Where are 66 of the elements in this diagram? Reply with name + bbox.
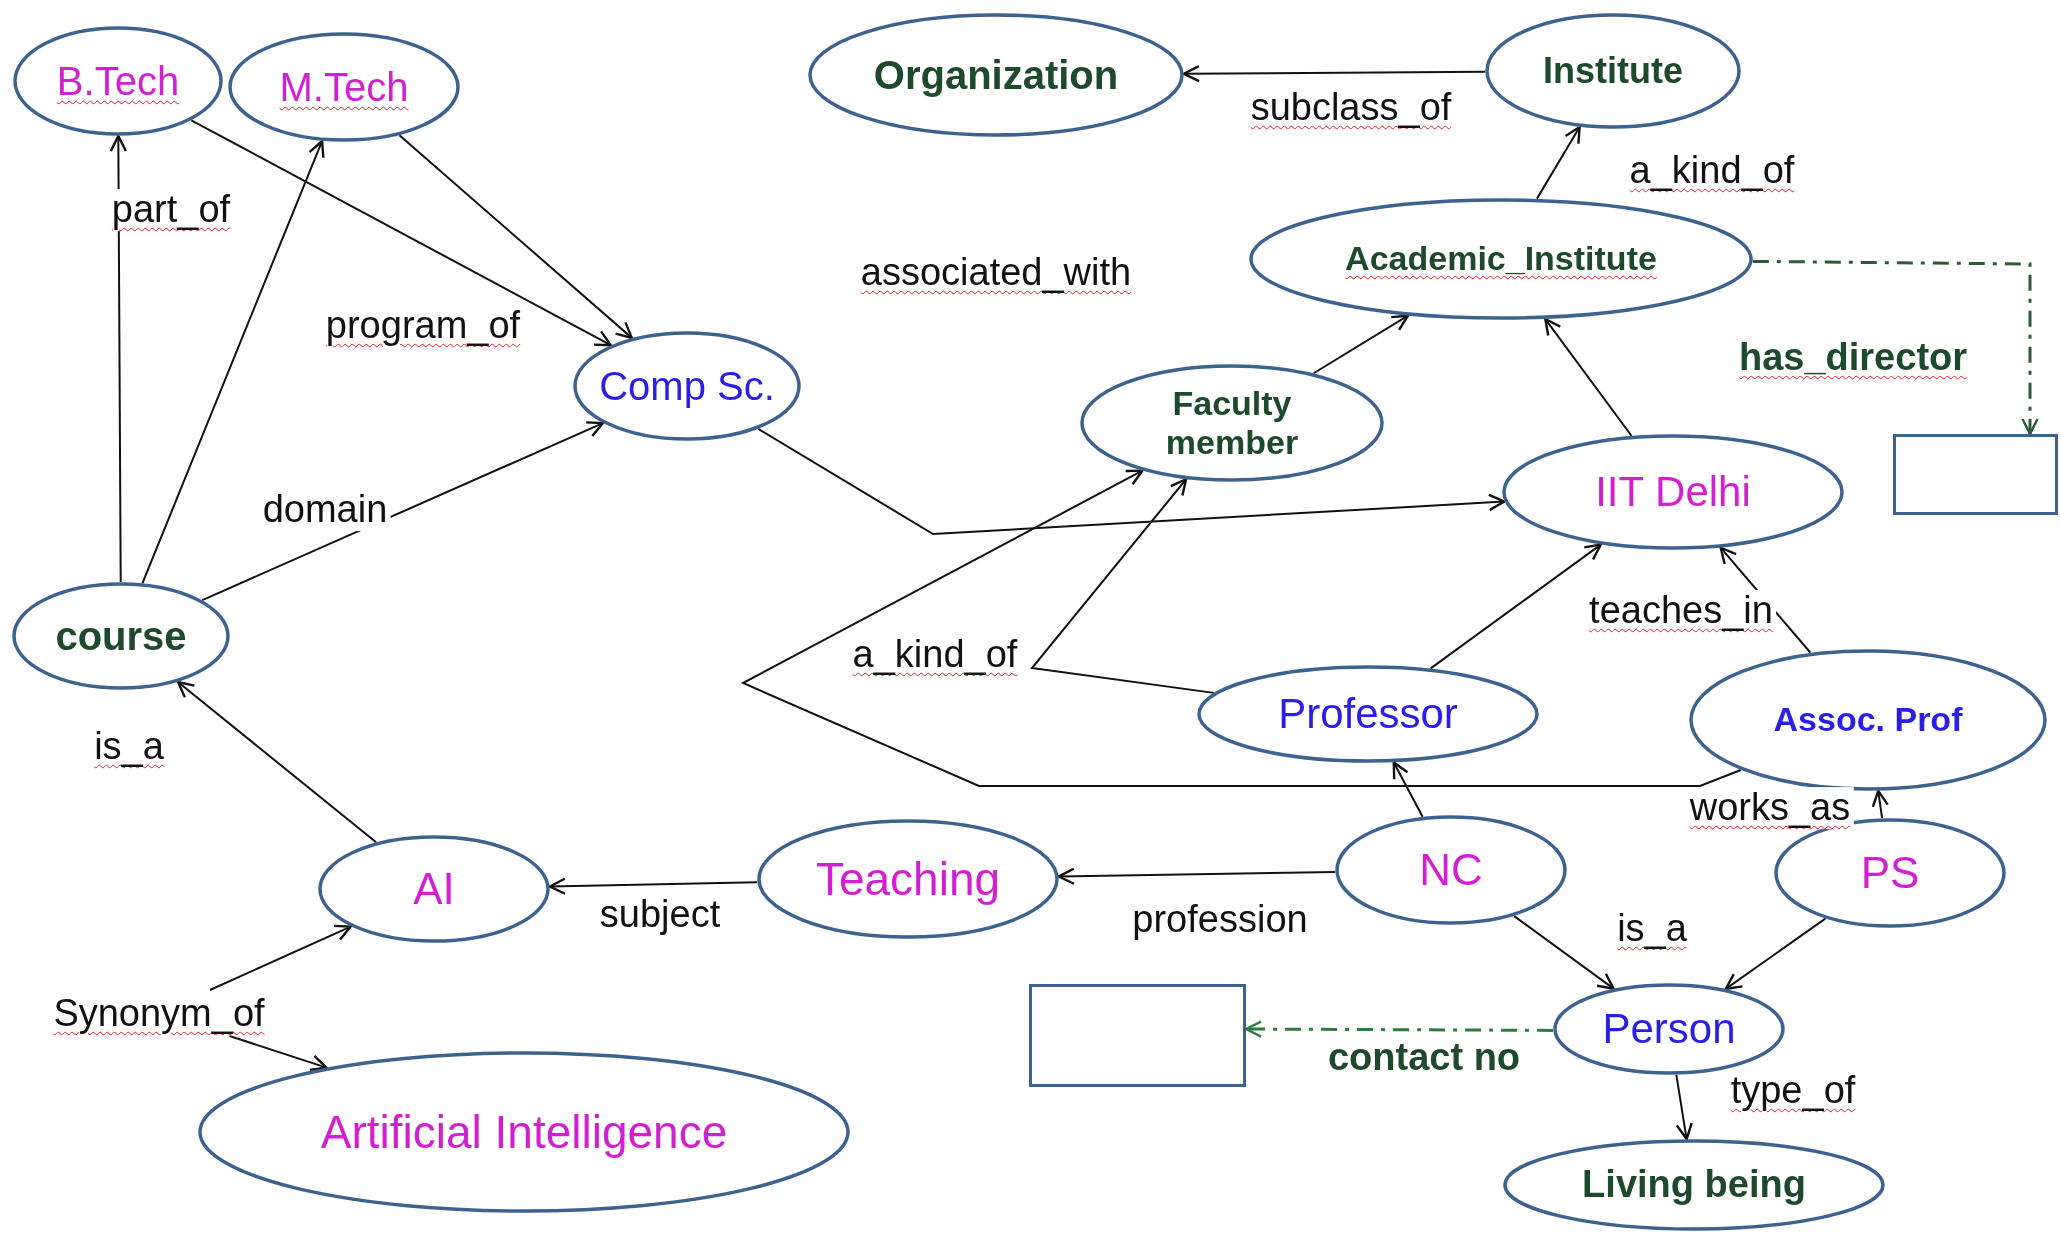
concept-ellipse bbox=[13, 26, 223, 136]
arrow bbox=[1182, 65, 1486, 83]
arrow bbox=[740, 469, 1742, 787]
concept-ellipse bbox=[1553, 983, 1785, 1075]
node-text: M.Tech bbox=[279, 64, 409, 110]
dashed-arrow bbox=[1752, 259, 2039, 436]
node-text: Teaching bbox=[815, 852, 1001, 906]
arrow bbox=[548, 877, 759, 895]
node-text: Comp Sc. bbox=[599, 363, 775, 409]
edge-label: part_of bbox=[108, 189, 234, 231]
arrow bbox=[1675, 1073, 1693, 1141]
empty-box bbox=[1893, 434, 2058, 515]
node-text: course bbox=[55, 613, 187, 659]
concept-ellipse bbox=[1197, 665, 1539, 763]
arrow bbox=[1312, 314, 1410, 375]
concept-ellipse bbox=[757, 819, 1059, 939]
arrow bbox=[1535, 125, 1581, 200]
node-text: Professor bbox=[1278, 689, 1458, 739]
concept-ellipse bbox=[1335, 815, 1567, 925]
concept-ellipse bbox=[1485, 13, 1741, 129]
arrow bbox=[109, 134, 128, 583]
node-text: Person bbox=[1602, 1004, 1736, 1054]
edge-label: works_as bbox=[1686, 787, 1854, 829]
node-text: Organization bbox=[873, 52, 1119, 98]
arrow bbox=[201, 421, 605, 602]
arrow bbox=[1392, 761, 1424, 818]
arrow bbox=[190, 119, 612, 347]
node-text: Academic_Institute bbox=[1345, 239, 1657, 279]
node-text: B.Tech bbox=[56, 58, 180, 104]
arrow bbox=[209, 924, 352, 991]
node-text: Living being bbox=[1582, 1163, 1806, 1207]
arrow bbox=[1513, 915, 1615, 990]
edge-label: teaches_in bbox=[1586, 590, 1776, 632]
relation-text: Synonym_of bbox=[14, 990, 304, 1036]
arrow bbox=[141, 139, 325, 585]
node-text: Institute bbox=[1543, 50, 1683, 92]
concept-ellipse bbox=[1503, 1139, 1885, 1231]
concept-ellipse bbox=[1502, 434, 1844, 550]
concept-ellipse bbox=[573, 331, 801, 441]
concept-ellipse bbox=[12, 582, 230, 690]
node-text: IIT Delhi bbox=[1595, 467, 1751, 517]
arrow bbox=[1429, 543, 1602, 670]
arrow bbox=[1871, 789, 1889, 820]
node-text: AI bbox=[413, 863, 455, 915]
concept-ellipse bbox=[228, 32, 460, 142]
arrow bbox=[1544, 317, 1633, 437]
arrow bbox=[1724, 917, 1827, 991]
node-text: PS bbox=[1860, 847, 1920, 899]
node-text: Assoc. Prof bbox=[1773, 700, 1963, 740]
concept-ellipse bbox=[1689, 649, 2047, 791]
node-text: NC bbox=[1419, 844, 1483, 896]
concept-ellipse bbox=[198, 1051, 850, 1213]
arrow bbox=[1057, 867, 1337, 885]
arrow bbox=[757, 427, 1506, 535]
concept-ellipse bbox=[318, 835, 550, 943]
dashed-arrow bbox=[1244, 1020, 1554, 1038]
arrow bbox=[228, 1035, 328, 1072]
concept-ellipse bbox=[1080, 364, 1384, 482]
arrow bbox=[1030, 478, 1215, 694]
arrow bbox=[398, 134, 633, 340]
concept-ellipse bbox=[808, 13, 1184, 137]
node-text: Artificial Intelligence bbox=[320, 1105, 728, 1159]
node-text: Faculty member bbox=[1164, 383, 1300, 463]
arrow bbox=[176, 680, 378, 844]
concept-ellipse bbox=[1249, 198, 1753, 320]
empty-box bbox=[1029, 984, 1246, 1087]
